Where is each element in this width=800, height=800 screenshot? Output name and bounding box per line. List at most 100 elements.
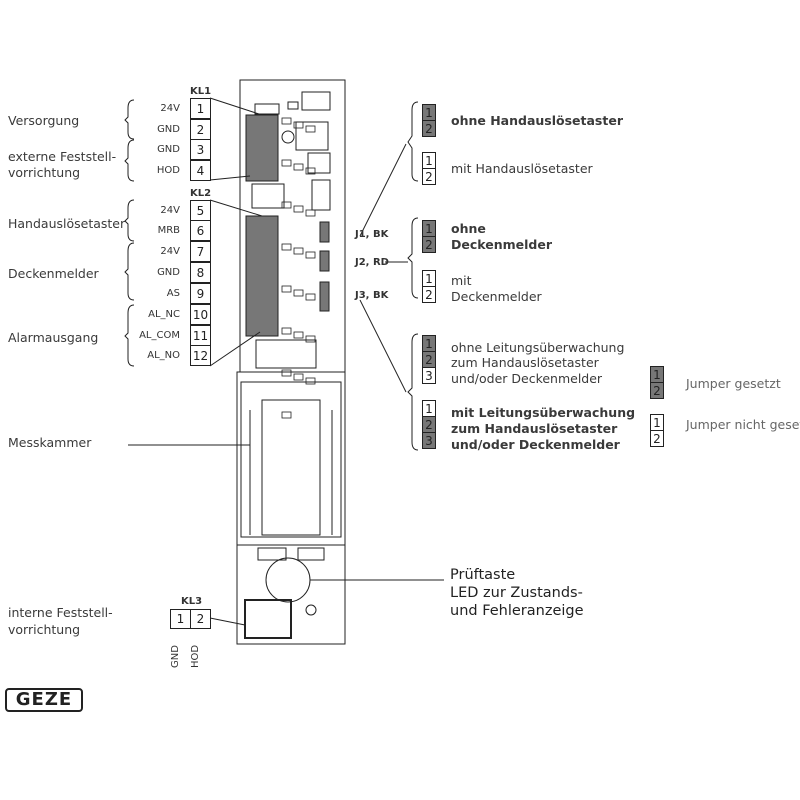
group-versorgung: Versorgung (8, 113, 80, 128)
pruef-label-2: LED zur Zustands- (450, 585, 583, 601)
terminal-label: HOD (156, 165, 180, 176)
smd-component (293, 247, 304, 255)
group-alarm: Alarmausgang (8, 330, 99, 345)
kl2-title: KL2 (190, 188, 212, 199)
geze-logo: GEZE (5, 688, 83, 712)
legend-set-text: Jumper gesetzt (686, 376, 781, 391)
jumper-pin-open: 2 (422, 286, 436, 303)
kl3-terminal-label: GND (170, 645, 181, 668)
jumper-pin-open: 1 (650, 414, 664, 431)
smd-component (305, 209, 316, 217)
terminal-label: GND (157, 144, 180, 155)
j3-ohne-text-3: und/oder Deckenmelder (451, 371, 603, 386)
smd-component (293, 331, 304, 339)
j1-mit-text: mit Handauslösetaster (451, 161, 593, 176)
terminal-label: AL_NO (147, 350, 180, 361)
terminal-11: 11 (190, 325, 211, 346)
smd-component (293, 121, 304, 129)
smd-component (293, 289, 304, 297)
group-int-1: interne Feststell- (8, 605, 113, 620)
smd-component (305, 167, 316, 175)
smd-component (281, 411, 292, 419)
terminal-label: MRB (157, 225, 180, 236)
jumper-j1-label: J1, BK (355, 229, 389, 240)
smd-component (281, 285, 292, 293)
jumper-pin-set: 2 (422, 236, 436, 253)
terminal-7: 7 (190, 241, 211, 262)
j3-mit-text-2: zum Handauslösetaster (451, 421, 618, 436)
jumper-j3-label: J3, BK (355, 290, 389, 301)
terminal-label: GND (157, 124, 180, 135)
group-int-2: vorrichtung (8, 622, 81, 637)
group-ext-2: vorrichtung (8, 165, 81, 180)
jumper-pin-open: 1 (422, 270, 436, 287)
kl1-title: KL1 (190, 86, 212, 97)
terminal-8: 8 (190, 262, 211, 283)
terminal-6: 6 (190, 220, 211, 241)
smd-component (281, 117, 292, 125)
terminal-4: 4 (190, 160, 211, 181)
smd-component (293, 373, 304, 381)
j3-mit-text-3: und/oder Deckenmelder (451, 437, 620, 452)
terminal-5: 5 (190, 200, 211, 221)
terminal-9: 9 (190, 283, 211, 304)
terminal-12: 12 (190, 345, 211, 366)
j3-mit-text-1: mit Leitungsüberwachung (451, 405, 636, 420)
jumper-pin-open: 2 (650, 430, 664, 447)
kl3-terminal-2: 2 (190, 609, 211, 629)
pruef-label-1: Prüftaste (450, 567, 516, 583)
jumper-pin-set: 1 (422, 220, 436, 237)
terminal-1: 1 (190, 98, 211, 119)
housing (236, 371, 346, 645)
legend-notset-text: Jumper nicht gesetzt (686, 417, 800, 432)
jumper-pin-set: 3 (422, 432, 436, 449)
jumper-pin-open: 1 (422, 152, 436, 169)
smd-component (305, 251, 316, 259)
jumper-pin-set: 1 (650, 366, 664, 383)
terminal-label: GND (157, 267, 180, 278)
group-hand: Handauslösetaster (8, 216, 126, 231)
j2-ohne-text-2: Deckenmelder (451, 237, 552, 252)
jumper-pin-set: 1 (422, 335, 436, 352)
terminal-label: 24V (160, 246, 180, 257)
jumper-pin-set: 2 (422, 120, 436, 137)
smd-component (305, 377, 316, 385)
j2-mit-text-1: mit (451, 273, 472, 288)
j3-ohne-text-2: zum Handauslösetaster (451, 355, 599, 370)
terminal-10: 10 (190, 304, 211, 325)
smd-component (281, 327, 292, 335)
jumper-pin-set: 2 (650, 382, 664, 399)
j1-ohne-text: ohne Handauslösetaster (451, 113, 623, 128)
group-ext-1: externe Feststell- (8, 149, 117, 164)
group-decken: Deckenmelder (8, 266, 99, 281)
smd-component (281, 369, 292, 377)
j2-mit-text-2: Deckenmelder (451, 289, 542, 304)
smd-component (281, 159, 292, 167)
smd-component (305, 125, 316, 133)
j2-ohne-text-1: ohne (451, 221, 486, 236)
smd-component (293, 163, 304, 171)
jumper-pin-open: 2 (422, 168, 436, 185)
terminal-label: AS (166, 288, 180, 299)
kl2-connector (245, 215, 279, 337)
smd-component (305, 293, 316, 301)
smd-component (293, 205, 304, 213)
jumper-pin-open: 3 (422, 367, 436, 384)
smd-component (305, 335, 316, 343)
kl3-terminal-1: 1 (170, 609, 191, 629)
terminal-label: 24V (160, 103, 180, 114)
smd-component (281, 201, 292, 209)
terminal-label: AL_COM (139, 330, 180, 341)
j3-ohne-text-1: ohne Leitungsüberwachung (451, 340, 625, 355)
terminal-3: 3 (190, 139, 211, 160)
pruef-label-3: und Fehleranzeige (450, 603, 584, 619)
jumper-pin-open: 1 (422, 400, 436, 417)
pruef-button (265, 557, 311, 603)
kl3-title: KL3 (181, 596, 203, 607)
terminal-label: 24V (160, 205, 180, 216)
terminal-2: 2 (190, 119, 211, 140)
kl3-terminal-label: HOD (190, 644, 201, 668)
group-messkammer: Messkammer (8, 435, 92, 450)
